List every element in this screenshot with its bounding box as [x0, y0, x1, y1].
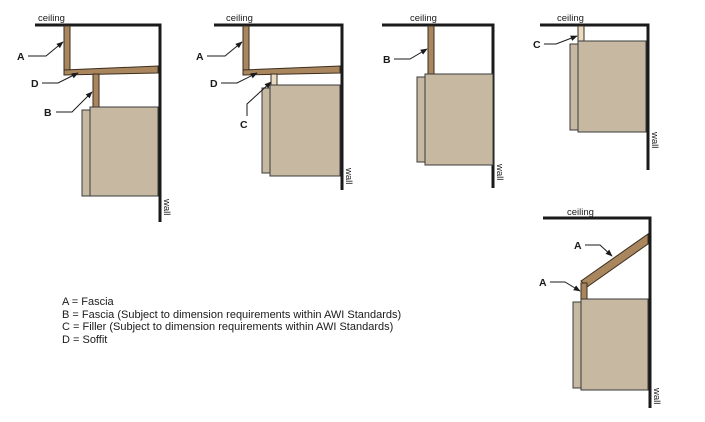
filler-c: [577, 25, 585, 42]
cabinet-side: [416, 76, 426, 163]
figure-1: ceiling wall A D B: [17, 13, 172, 222]
fascia-b: [427, 25, 435, 75]
soffit-d: [242, 65, 341, 76]
cabinet-box: [269, 84, 341, 177]
leader-b: [394, 48, 428, 60]
ceiling-label: ceiling: [38, 13, 65, 24]
leader-d: [42, 72, 79, 84]
figure-2: ceiling wall A D C: [196, 13, 354, 190]
callout-c: C: [533, 39, 541, 51]
ceiling-wall-line: [214, 23, 344, 190]
figure-4: ceiling wall C: [533, 13, 660, 170]
legend-item-b: B = Fascia (Subject to dimension require…: [62, 308, 402, 321]
callout-b: B: [383, 54, 391, 66]
figure-3: ceiling wall B: [382, 13, 505, 188]
cabinet-box: [89, 106, 159, 197]
wall-label: wall: [494, 163, 505, 180]
leader-a: [28, 41, 64, 57]
cabinet-side: [81, 109, 91, 197]
ceiling-wall-line: [540, 23, 650, 170]
soffit-d: [63, 65, 159, 76]
leader-a: [207, 41, 243, 57]
fascia-a: [580, 282, 588, 301]
fascia-a: [242, 25, 250, 71]
cabinet-box: [580, 298, 649, 391]
callout-c: C: [240, 119, 248, 131]
leader-b: [56, 91, 93, 113]
leader-c: [246, 81, 272, 116]
callout-d: D: [210, 78, 218, 90]
wall-label: wall: [161, 198, 172, 215]
callout-a: A: [196, 51, 204, 63]
cabinet-side: [261, 87, 271, 174]
fascia-b: [92, 73, 100, 108]
legend-item-c: C = Filler (Subject to dimension require…: [62, 321, 394, 333]
ceiling-label: ceiling: [226, 13, 253, 24]
wall-label: wall: [343, 167, 354, 184]
ceiling-label: ceiling: [410, 13, 437, 24]
wall-label: wall: [649, 131, 660, 148]
wall-label: wall: [651, 387, 662, 404]
fascia-a: [63, 25, 71, 71]
leader-a-lower: [550, 281, 581, 292]
callout-a-upper: A: [574, 240, 582, 252]
legend: A = Fascia B = Fascia (Subject to dimens…: [62, 296, 401, 346]
ceiling-label: ceiling: [557, 13, 584, 24]
callout-d: D: [31, 78, 39, 90]
legend-item-a: A = Fascia: [62, 296, 114, 308]
ceiling-wall-line: [35, 23, 162, 222]
callout-b: B: [44, 107, 52, 119]
ceiling-label: ceiling: [567, 207, 594, 218]
callout-a-lower: A: [539, 277, 547, 289]
cabinet-box: [577, 40, 647, 133]
ceiling-wall-line: [543, 216, 652, 408]
cabinet-box: [424, 73, 494, 166]
legend-item-d: D = Soffit: [62, 333, 108, 346]
filler-c: [270, 73, 278, 86]
leader-c: [544, 35, 578, 45]
cabinet-side: [572, 301, 582, 389]
callout-a: A: [17, 51, 25, 63]
figure-5: ceiling wall A A: [539, 207, 662, 408]
leader-d: [221, 72, 258, 84]
leader-a-upper: [585, 244, 613, 257]
fascia-a-sloped: [580, 233, 649, 288]
cabinet-side: [569, 43, 579, 131]
